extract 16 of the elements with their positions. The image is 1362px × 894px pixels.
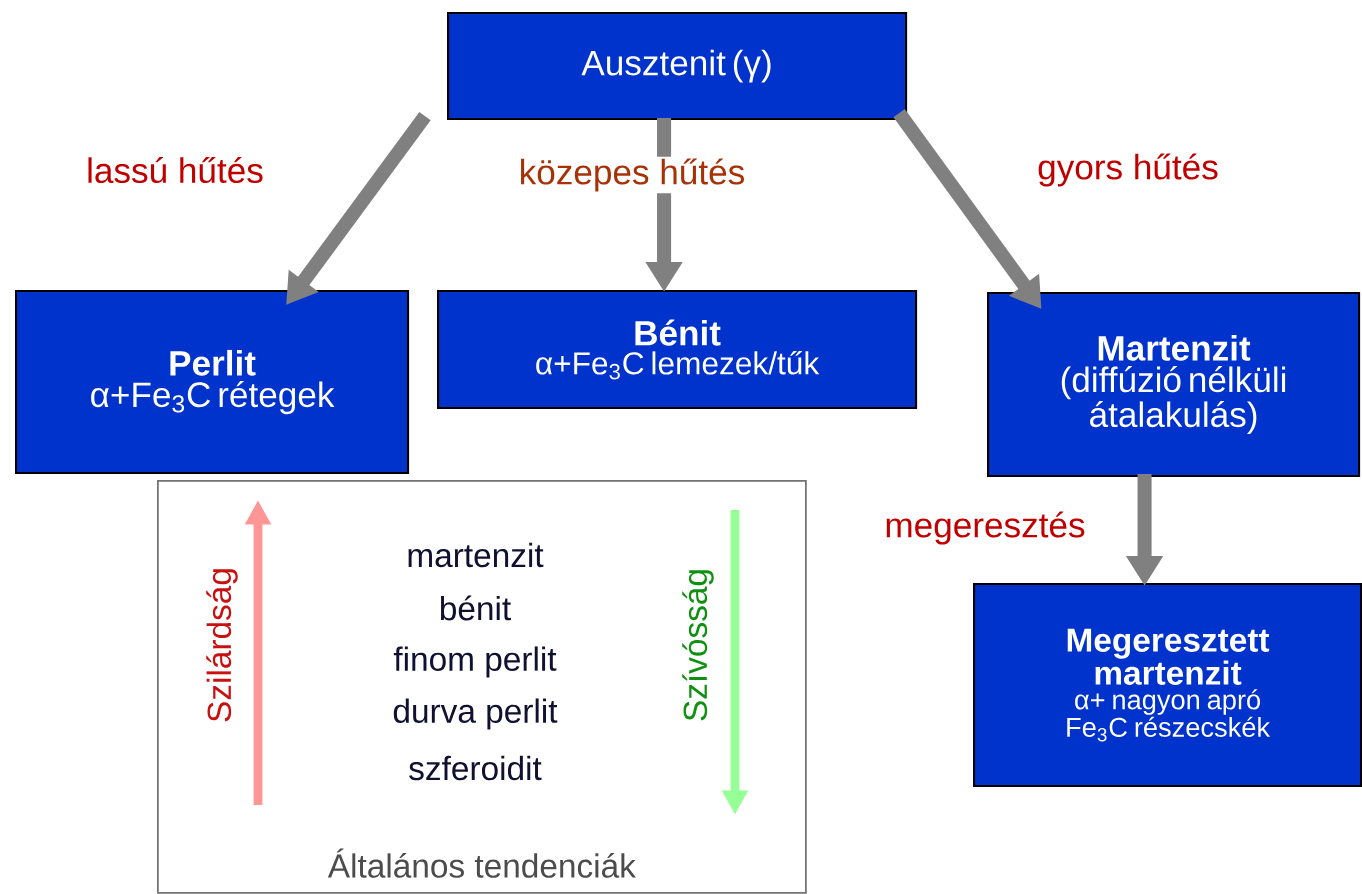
edge-label: közepes hűtés [516, 156, 748, 194]
edge-label: lassú hűtés [84, 155, 266, 185]
list-item: bénit [440, 595, 511, 621]
list-item: finom perlit [393, 646, 557, 678]
property-label: Szívósság [682, 570, 714, 721]
edge-label: megeresztés [882, 509, 1088, 547]
phase-box: Bénit α+Fe$_{3}$C lemezek/tűk [437, 290, 918, 410]
phase-box: Megeresztett martenzit α+ nagyon apró Fe$_{3}$C részecskék [973, 583, 1362, 788]
edge-label: gyors hűtés [1035, 151, 1221, 189]
list-item: martenzit [408, 542, 544, 568]
phase-box: Perlit α+Fe$_{3}$C rétegek [15, 290, 410, 475]
phase-box: Ausztenit (γ) [447, 12, 908, 121]
property-label: Szilárdság [206, 569, 238, 722]
list-item: szferoidit [409, 755, 542, 781]
list-item: durva perlit [393, 698, 558, 730]
phase-box: Martenzit (diffúzió nélküli átalakulás) [987, 292, 1361, 478]
